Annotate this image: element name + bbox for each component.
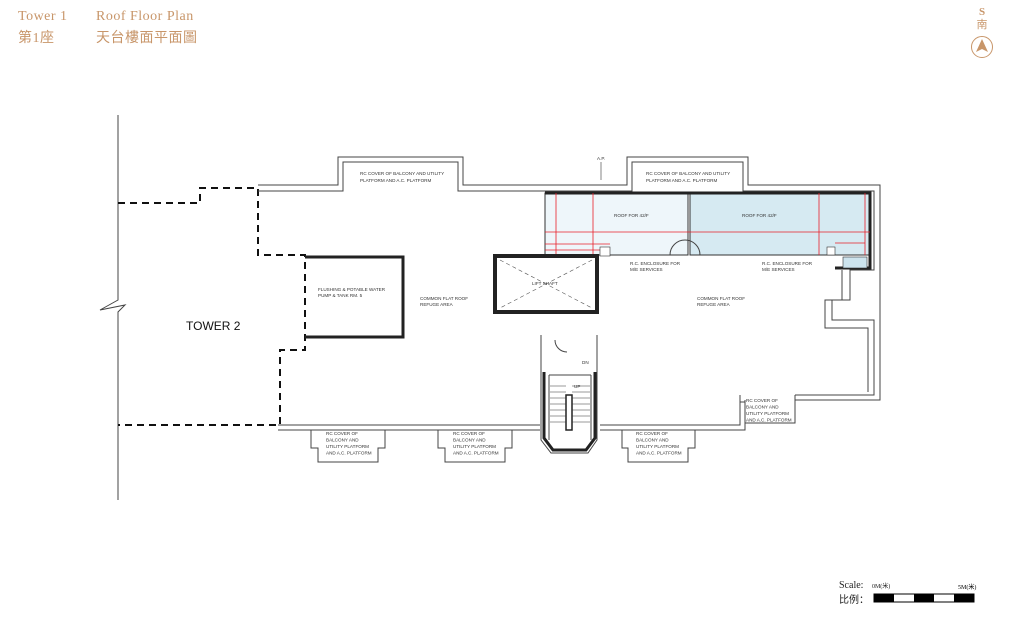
tower2-label: TOWER 2 [186, 319, 241, 333]
stair-dn-label: DN [582, 360, 589, 365]
compass-letter-zh: 南 [976, 19, 988, 31]
refuge-2-line1: COMMON FLAT ROOF [697, 296, 745, 301]
balcony-r-l2: BALCONY AND [746, 405, 779, 410]
outer-wall [258, 156, 881, 401]
bottom-balconies [310, 395, 796, 463]
tank-room-line1: FLUSHING & POTABLE WATER [318, 287, 386, 292]
refuge-2-line2: REFUGE AREA [697, 302, 731, 307]
enclosure-1-line2: M/E SERVICES [630, 267, 663, 272]
svg-text:PLATFORM AND A.C. PLATFORM: PLATFORM AND A.C. PLATFORM [360, 178, 431, 183]
balcony-b1-l2: BALCONY AND [326, 438, 359, 443]
north-arrow-icon [971, 36, 993, 58]
plan-title: Roof Floor Plan [96, 9, 194, 24]
tower-title-zh: 第1座 [18, 31, 55, 46]
balcony-top-1-line2: PLATFORM AND A.C. PLATFORM [360, 178, 431, 183]
stair-up-label: UP [574, 384, 580, 389]
scale-label: Scale: [839, 580, 864, 591]
balcony-b2-l2: BALCONY AND [453, 438, 486, 443]
plan-title-zh: 天台樓面平面圖 [96, 31, 198, 46]
tank-room-line2: PUMP & TANK RM. 5 [318, 293, 363, 298]
roof-label-2: ROOF FOR 42/F [742, 213, 777, 218]
tower-title: Tower 1 [18, 9, 68, 24]
roof-area-1 [544, 192, 689, 256]
dimension-lines [545, 193, 870, 255]
inner-wall [258, 161, 875, 396]
balcony-top-2-line2: PLATFORM AND A.C. PLATFORM [646, 178, 717, 183]
compass: S 南 [968, 6, 996, 63]
tower2-boundary [118, 187, 306, 426]
bottom-wall [278, 395, 746, 431]
enclosure-2-line2: M/E SERVICES [762, 267, 795, 272]
scale-legend: Scale: 0M(米) 比例： [839, 580, 890, 606]
lift-shaft [493, 254, 599, 314]
right-wall-step [824, 270, 869, 392]
balcony-b2-l1: RC COVER OF [453, 431, 485, 436]
balcony-b2-l4: AND A.C. PLATFORM [453, 451, 499, 456]
balcony-b1-l3: UTILITY PLATFORM [326, 444, 369, 449]
enclosure-2-line1: R.C. ENCLOSURE FOR [762, 261, 813, 266]
balcony-b1-l1: RC COVER OF [326, 431, 358, 436]
balcony-r-l1: RC COVER OF [746, 398, 778, 403]
ap-label: A.P. [597, 156, 605, 161]
scale-label-zh: 比例： [839, 595, 869, 606]
refuge-1-line2: REFUGE AREA [420, 302, 454, 307]
staircase: UP DN [540, 335, 598, 454]
compass-letter: S [978, 6, 986, 18]
enclosure-1-line1: R.C. ENCLOSURE FOR [630, 261, 681, 266]
balcony-top-1-line1: RC COVER OF BALCONY AND UTILITY [360, 171, 444, 176]
balcony-top-2-line1: RC COVER OF BALCONY AND UTILITY [646, 171, 730, 176]
svg-text:RC COVER OF BALCONY AND UTILIT: RC COVER OF BALCONY AND UTILITY [360, 171, 444, 176]
balcony-b1-l4: AND A.C. PLATFORM [326, 451, 372, 456]
roof-label-1: ROOF FOR 42/F [614, 213, 649, 218]
lift-label: LIFT SHAFT [532, 281, 558, 286]
balcony-b3-l2: BALCONY AND [636, 438, 669, 443]
scale-bar [873, 593, 975, 603]
roof-area-2 [689, 192, 871, 256]
balcony-b3-l3: UTILITY PLATFORM [636, 444, 679, 449]
balcony-b3-l4: AND A.C. PLATFORM [636, 451, 682, 456]
scale-start: 0M(米) [871, 584, 891, 590]
balcony-b3-l1: RC COVER OF [636, 431, 668, 436]
svg-text:PLATFORM AND A.C. PLATFORM: PLATFORM AND A.C. PLATFORM [646, 178, 717, 183]
balcony-r-l3: UTILITY PLATFORM [746, 411, 789, 416]
tower2-edge [99, 115, 127, 500]
refuge-1-line1: COMMON FLAT ROOF [420, 296, 468, 301]
balcony-b2-l3: UTILITY PLATFORM [453, 444, 496, 449]
scale-end: 5M(米) [958, 585, 977, 591]
balcony-r-l4: AND A.C. PLATFORM [746, 418, 792, 423]
svg-text:RC COVER OF BALCONY AND UTILIT: RC COVER OF BALCONY AND UTILITY [646, 171, 730, 176]
